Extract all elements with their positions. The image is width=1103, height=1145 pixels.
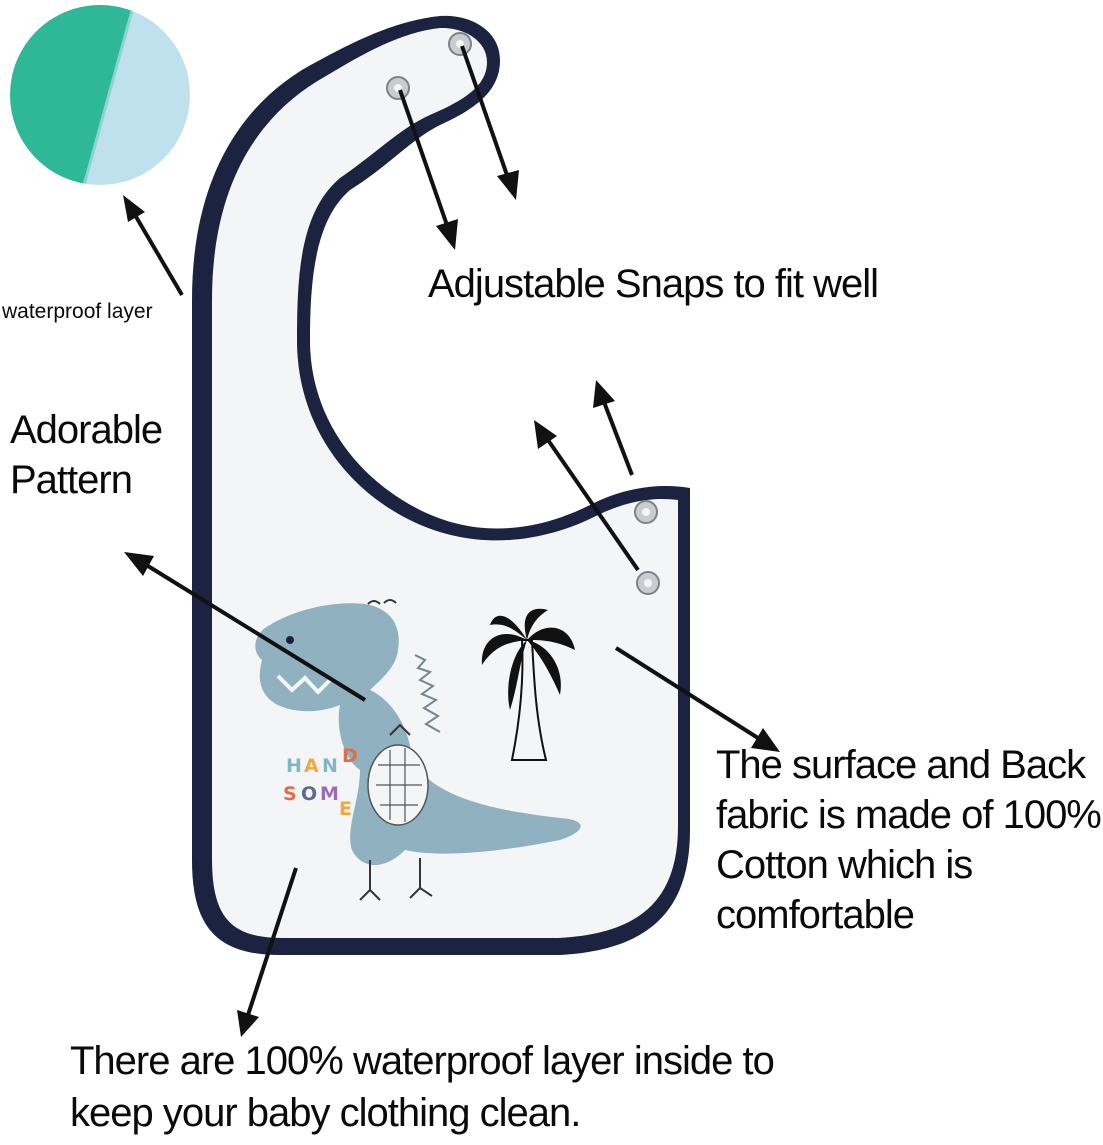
print-letter: O (301, 783, 317, 805)
arrow-fabric (614, 646, 780, 752)
arrow-snap-side-upper (593, 380, 634, 476)
arrow-snap-right (460, 45, 519, 200)
palm-tree-illustration (481, 608, 575, 761)
arrow-snap-side-lower (534, 420, 640, 572)
snap-side-lower (636, 571, 660, 595)
handsome-print: H A N D S O M E (283, 745, 358, 820)
print-letter: M (320, 783, 339, 805)
bib-fabric (212, 27, 678, 938)
print-letter: S (283, 783, 297, 805)
print-letter: A (304, 755, 319, 777)
callout-arrows (123, 45, 780, 1037)
arrow-snap-left (398, 89, 458, 250)
adorable-pattern-label: Adorable Pattern (10, 408, 163, 502)
print-letter: D (342, 745, 358, 767)
print-letter: H (286, 755, 302, 777)
waterproof-inside-label: There are 100% waterproof layer inside t… (70, 1039, 775, 1135)
bib (192, 15, 690, 955)
snap-top-left (386, 76, 410, 100)
fabric-label: The surface and Back fabric is made of 1… (716, 743, 1102, 937)
waterproof-swatch (10, 5, 190, 185)
waterproof-layer-label: waterproof layer (2, 300, 153, 323)
print-letter: N (322, 755, 338, 777)
arrow-pattern (124, 552, 367, 702)
snap-side-upper (634, 500, 658, 524)
snap-top-right (448, 32, 472, 56)
arrow-swatch (123, 195, 184, 297)
dinosaur-illustration (255, 599, 581, 901)
arrow-waterproof-inside (237, 867, 298, 1037)
print-letter: E (339, 798, 352, 820)
adjustable-snaps-label: Adjustable Snaps to fit well (428, 262, 879, 306)
